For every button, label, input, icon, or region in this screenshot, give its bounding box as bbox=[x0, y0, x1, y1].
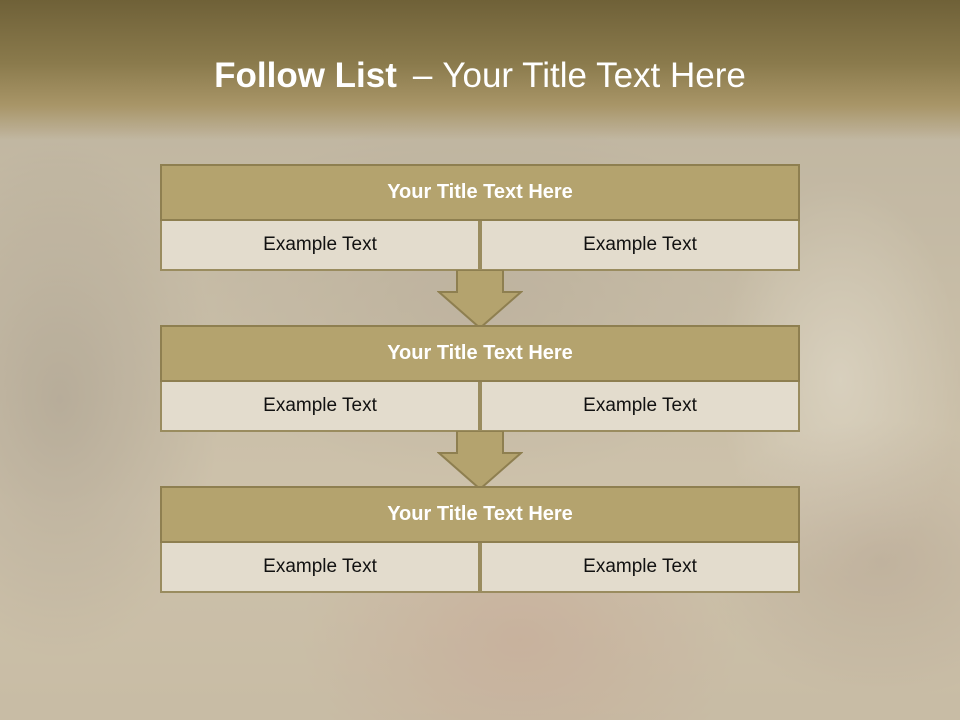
list-block-1: Your Title Text Here Example Text Exampl… bbox=[160, 164, 800, 271]
slide-title-rest: Your Title Text Here bbox=[442, 56, 746, 95]
block-cell-left: Example Text bbox=[160, 221, 480, 271]
down-arrow-icon bbox=[437, 270, 523, 330]
block-title: Your Title Text Here bbox=[160, 164, 800, 221]
block-row: Example Text Example Text bbox=[160, 543, 800, 593]
block-title: Your Title Text Here bbox=[160, 486, 800, 543]
block-row: Example Text Example Text bbox=[160, 221, 800, 271]
block-title: Your Title Text Here bbox=[160, 325, 800, 382]
block-row: Example Text Example Text bbox=[160, 382, 800, 432]
slide-title-bold: Follow List bbox=[214, 56, 397, 95]
block-cell-left: Example Text bbox=[160, 543, 480, 593]
block-cell-right: Example Text bbox=[480, 221, 800, 271]
slide-title-dash: – bbox=[412, 56, 433, 95]
slide-title: Follow List–Your Title Text Here bbox=[0, 54, 960, 98]
header-band bbox=[0, 0, 960, 140]
list-block-3: Your Title Text Here Example Text Exampl… bbox=[160, 486, 800, 593]
list-block-2: Your Title Text Here Example Text Exampl… bbox=[160, 325, 800, 432]
block-cell-right: Example Text bbox=[480, 382, 800, 432]
block-cell-left: Example Text bbox=[160, 382, 480, 432]
down-arrow-icon bbox=[437, 431, 523, 491]
block-cell-right: Example Text bbox=[480, 543, 800, 593]
